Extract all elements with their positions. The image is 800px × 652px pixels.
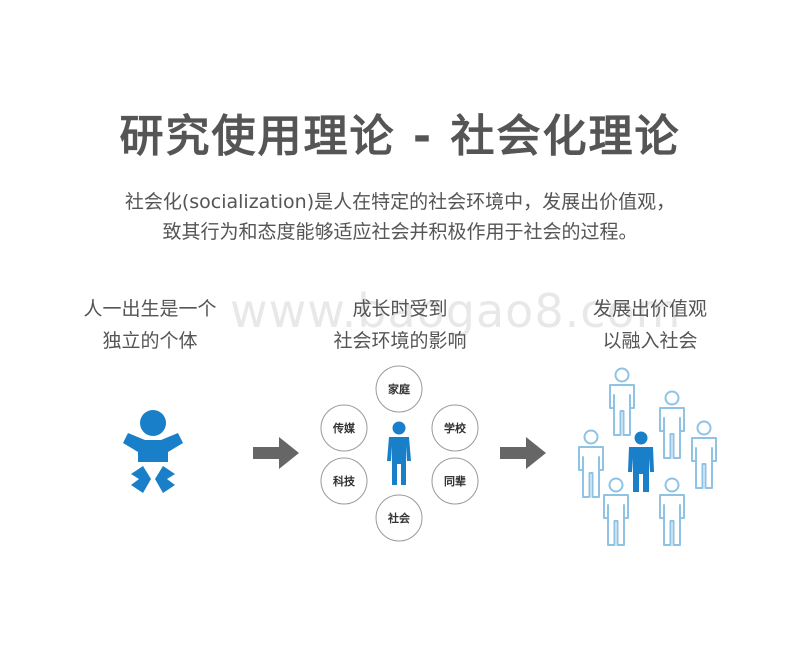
- influence-label: 传媒: [332, 421, 356, 435]
- arrow-right-icon: [500, 437, 546, 469]
- influence-label: 家庭: [388, 382, 410, 396]
- stage-3-label: 发展出价值观 以融入社会: [545, 293, 755, 357]
- stage-2-label: 成长时受到 社会环境的影响: [300, 293, 500, 357]
- stage-1-label: 人一出生是一个 独立的个体: [50, 293, 250, 357]
- influence-bubble-technology: 科技: [320, 457, 368, 505]
- crowd-icon: [578, 367, 717, 546]
- crowd-person-outline: [603, 477, 629, 546]
- arrow-right-icon: [253, 437, 299, 469]
- crowd-person-outline: [659, 390, 685, 459]
- crowd-person-highlight: [628, 431, 654, 492]
- influence-bubble-media: 传媒: [320, 404, 368, 452]
- influence-bubble-peers: 同辈: [431, 457, 479, 505]
- influence-bubble-society: 社会: [375, 494, 423, 542]
- influence-label: 社会: [387, 511, 411, 525]
- description: 社会化(socialization)是人在特定的社会环境中，发展出价值观， 致其…: [60, 187, 740, 247]
- crowd-person-outline: [659, 477, 685, 546]
- influence-bubble-school: 学校: [431, 404, 479, 452]
- watermark: www.baogao8.com: [230, 284, 682, 338]
- stage-3-line-1: 发展出价值观: [592, 298, 707, 320]
- description-line-2: 致其行为和态度能够适应社会并积极作用于社会的过程。: [162, 221, 638, 243]
- baby-icon: [123, 410, 183, 493]
- stage-3-line-2: 以融入社会: [602, 330, 698, 352]
- influence-label: 学校: [444, 421, 467, 435]
- crowd-person-outline: [691, 420, 717, 489]
- influence-label: 同辈: [444, 474, 466, 488]
- crowd-person-outline: [578, 429, 604, 498]
- stage-2-line-1: 成长时受到: [352, 298, 448, 320]
- description-line-1: 社会化(socialization)是人在特定的社会环境中，发展出价值观，: [124, 191, 676, 213]
- influence-bubble-family: 家庭: [375, 365, 423, 413]
- person-icon: [387, 421, 411, 485]
- stage-1-line-2: 独立的个体: [102, 330, 198, 352]
- influence-label: 科技: [333, 474, 356, 488]
- stage-1-line-1: 人一出生是一个: [83, 298, 217, 320]
- page-title: 研究使用理论 - 社会化理论: [119, 111, 681, 162]
- stage-2-line-2: 社会环境的影响: [333, 330, 467, 352]
- crowd-person-outline: [609, 367, 635, 436]
